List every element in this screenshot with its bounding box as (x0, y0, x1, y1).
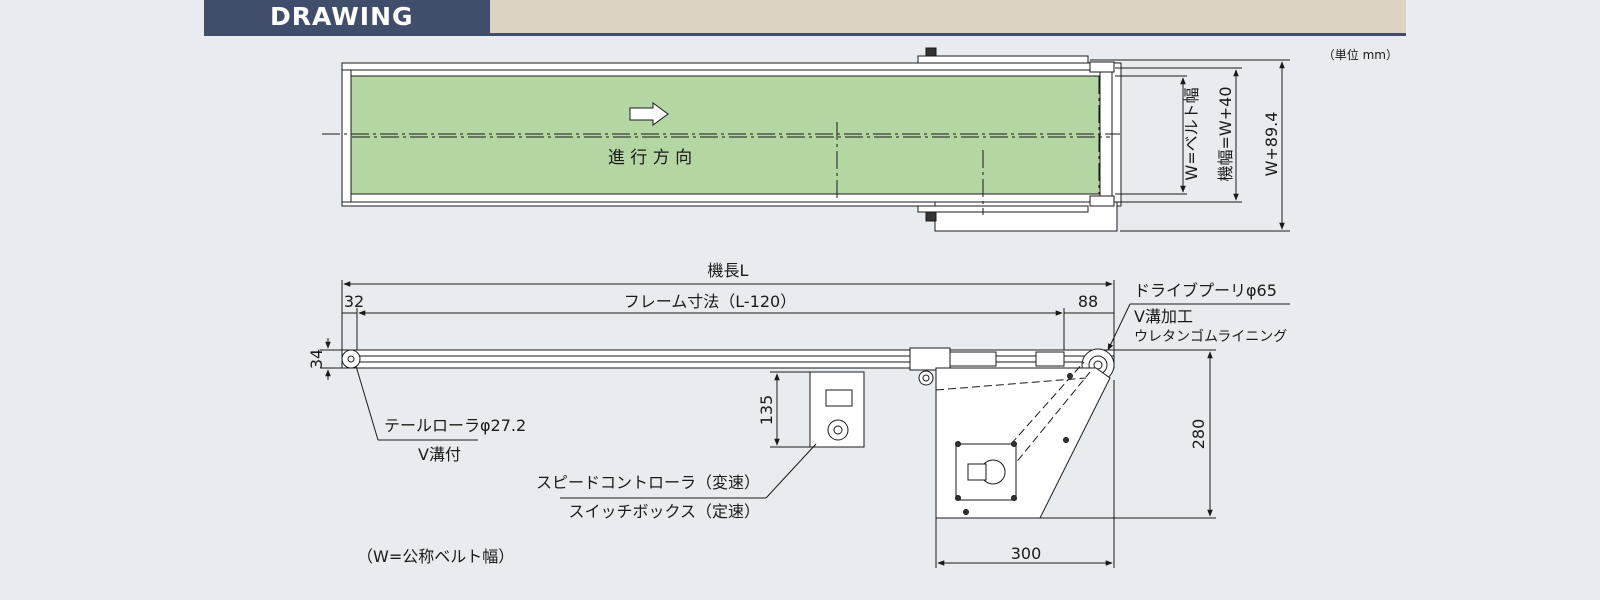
side-frame (341, 349, 1115, 369)
dim-controller-height: 135 (757, 395, 776, 426)
dim-stand-width: 300 (1011, 544, 1042, 563)
tail-end-cap (341, 69, 352, 203)
dim-left-offset: 32 (344, 292, 364, 311)
frame-length: フレーム寸法（L-120） (624, 292, 796, 311)
dim-overall-width: W+89.4 (1262, 112, 1281, 177)
tail-groove-label: V溝付 (418, 445, 461, 464)
controller-fixed-label: スイッチボックス（定速） (568, 502, 760, 521)
drive-pulley-label: ドライブプーリφ65 (1134, 281, 1277, 300)
top-view (322, 47, 1290, 232)
head-end-cap (1099, 69, 1113, 203)
drive-lining-label: ウレタンゴムライニング (1134, 328, 1287, 345)
direction-arrow (629, 102, 669, 126)
dim-belt-width: W=ベルト幅 (1182, 87, 1201, 180)
unit-note: （単位 mm） (1323, 47, 1398, 62)
dim-machine-width: 機幅=W+40 (1216, 87, 1235, 182)
bottom-bracket (917, 205, 1089, 213)
header-title: DRAWING (270, 2, 414, 31)
dim-frame-height: 34 (307, 349, 326, 369)
tail-roller-label: テールローラφ27.2 (384, 416, 526, 435)
top-bracket (917, 55, 1089, 64)
direction-label: 進 行 方 向 (608, 148, 692, 168)
machine-length: 機長L (708, 261, 749, 280)
header-rule (204, 33, 1406, 36)
controller-variable-label: スピードコントローラ（変速） (536, 473, 760, 492)
footnote: （W=公称ベルト幅） (357, 547, 514, 566)
drive-groove-label: V溝加工 (1134, 307, 1193, 326)
side-view (320, 280, 1290, 568)
dim-right-offset: 88 (1078, 292, 1098, 311)
header-tab: DRAWING (204, 0, 490, 33)
dim-stand-height: 280 (1189, 419, 1208, 450)
belt (350, 75, 1112, 195)
